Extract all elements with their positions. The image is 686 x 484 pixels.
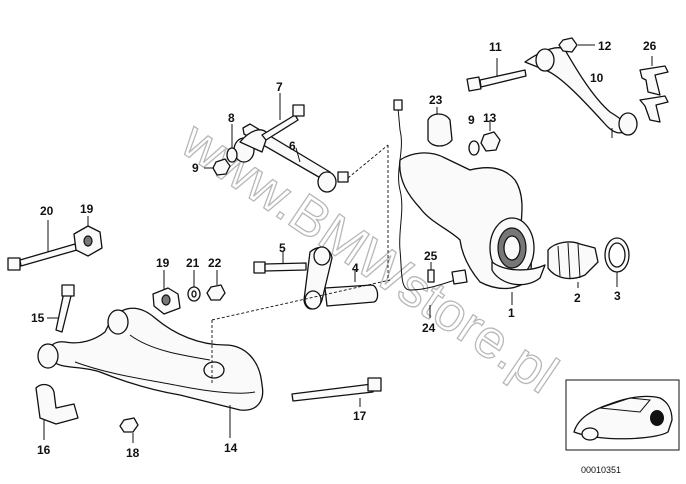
callout-17: 17 [353, 409, 367, 423]
part-17-long-bolt [291, 377, 382, 407]
callout-23: 23 [429, 93, 443, 107]
part-5-bolt [253, 252, 307, 274]
part-10-upper-control-arm [524, 47, 638, 138]
part-19-mount-middle [152, 270, 181, 315]
part-11-bolt [466, 58, 527, 92]
callout-8: 8 [228, 111, 235, 125]
part-2-cv-joint [547, 241, 599, 288]
part-8-washer [226, 124, 238, 163]
part-13-nut [480, 120, 501, 152]
callout-22: 22 [208, 256, 222, 270]
part-26-clip [639, 56, 669, 123]
callout-19-middle: 19 [156, 256, 170, 270]
part-9-nut-left [204, 158, 231, 176]
callout-3: 3 [614, 289, 621, 303]
callout-1: 1 [508, 306, 515, 320]
callout-2: 2 [574, 291, 581, 305]
callout-4: 4 [352, 261, 359, 275]
part-1-wheel-carrier [399, 152, 546, 305]
callout-7: 7 [276, 80, 283, 94]
callout-14: 14 [224, 441, 238, 455]
callout-26: 26 [643, 39, 657, 53]
part-3-ring [604, 237, 630, 287]
callout-6: 6 [289, 139, 296, 153]
callout-16: 16 [37, 443, 51, 457]
part-21-washer [187, 270, 201, 302]
callout-9-left: 9 [192, 161, 199, 175]
callout-21: 21 [186, 256, 200, 270]
part-24-abs-sensor [393, 99, 468, 318]
callout-25: 25 [424, 249, 438, 263]
callout-19-left: 19 [80, 202, 94, 216]
part-4-link [303, 246, 379, 310]
part-23-rubber-mount [427, 107, 453, 147]
part-16-bushing [35, 383, 79, 440]
vehicle-location-inset: 00010351 [565, 379, 680, 475]
callout-11: 11 [489, 40, 502, 54]
part-9-washer-right [468, 140, 480, 156]
callout-5: 5 [279, 241, 286, 255]
callout-18: 18 [126, 446, 140, 460]
part-22-nut [206, 270, 226, 301]
part-15-bolt [47, 284, 75, 333]
callout-13: 13 [483, 111, 497, 125]
callout-15: 15 [31, 311, 45, 325]
part-25-screw [427, 262, 435, 283]
part-19-mount-left [73, 216, 103, 257]
callout-20: 20 [40, 204, 54, 218]
diagram-id: 00010351 [581, 465, 621, 475]
part-14-lower-control-arm [37, 307, 264, 438]
callout-12: 12 [598, 39, 612, 53]
callout-9-right: 9 [468, 113, 475, 127]
part-7-bolt [261, 93, 305, 141]
part-18-nut [119, 417, 139, 443]
callout-10: 10 [590, 71, 604, 85]
callout-24: 24 [422, 321, 436, 335]
part-12-nut [558, 37, 595, 53]
part-20-bolt [7, 220, 78, 271]
